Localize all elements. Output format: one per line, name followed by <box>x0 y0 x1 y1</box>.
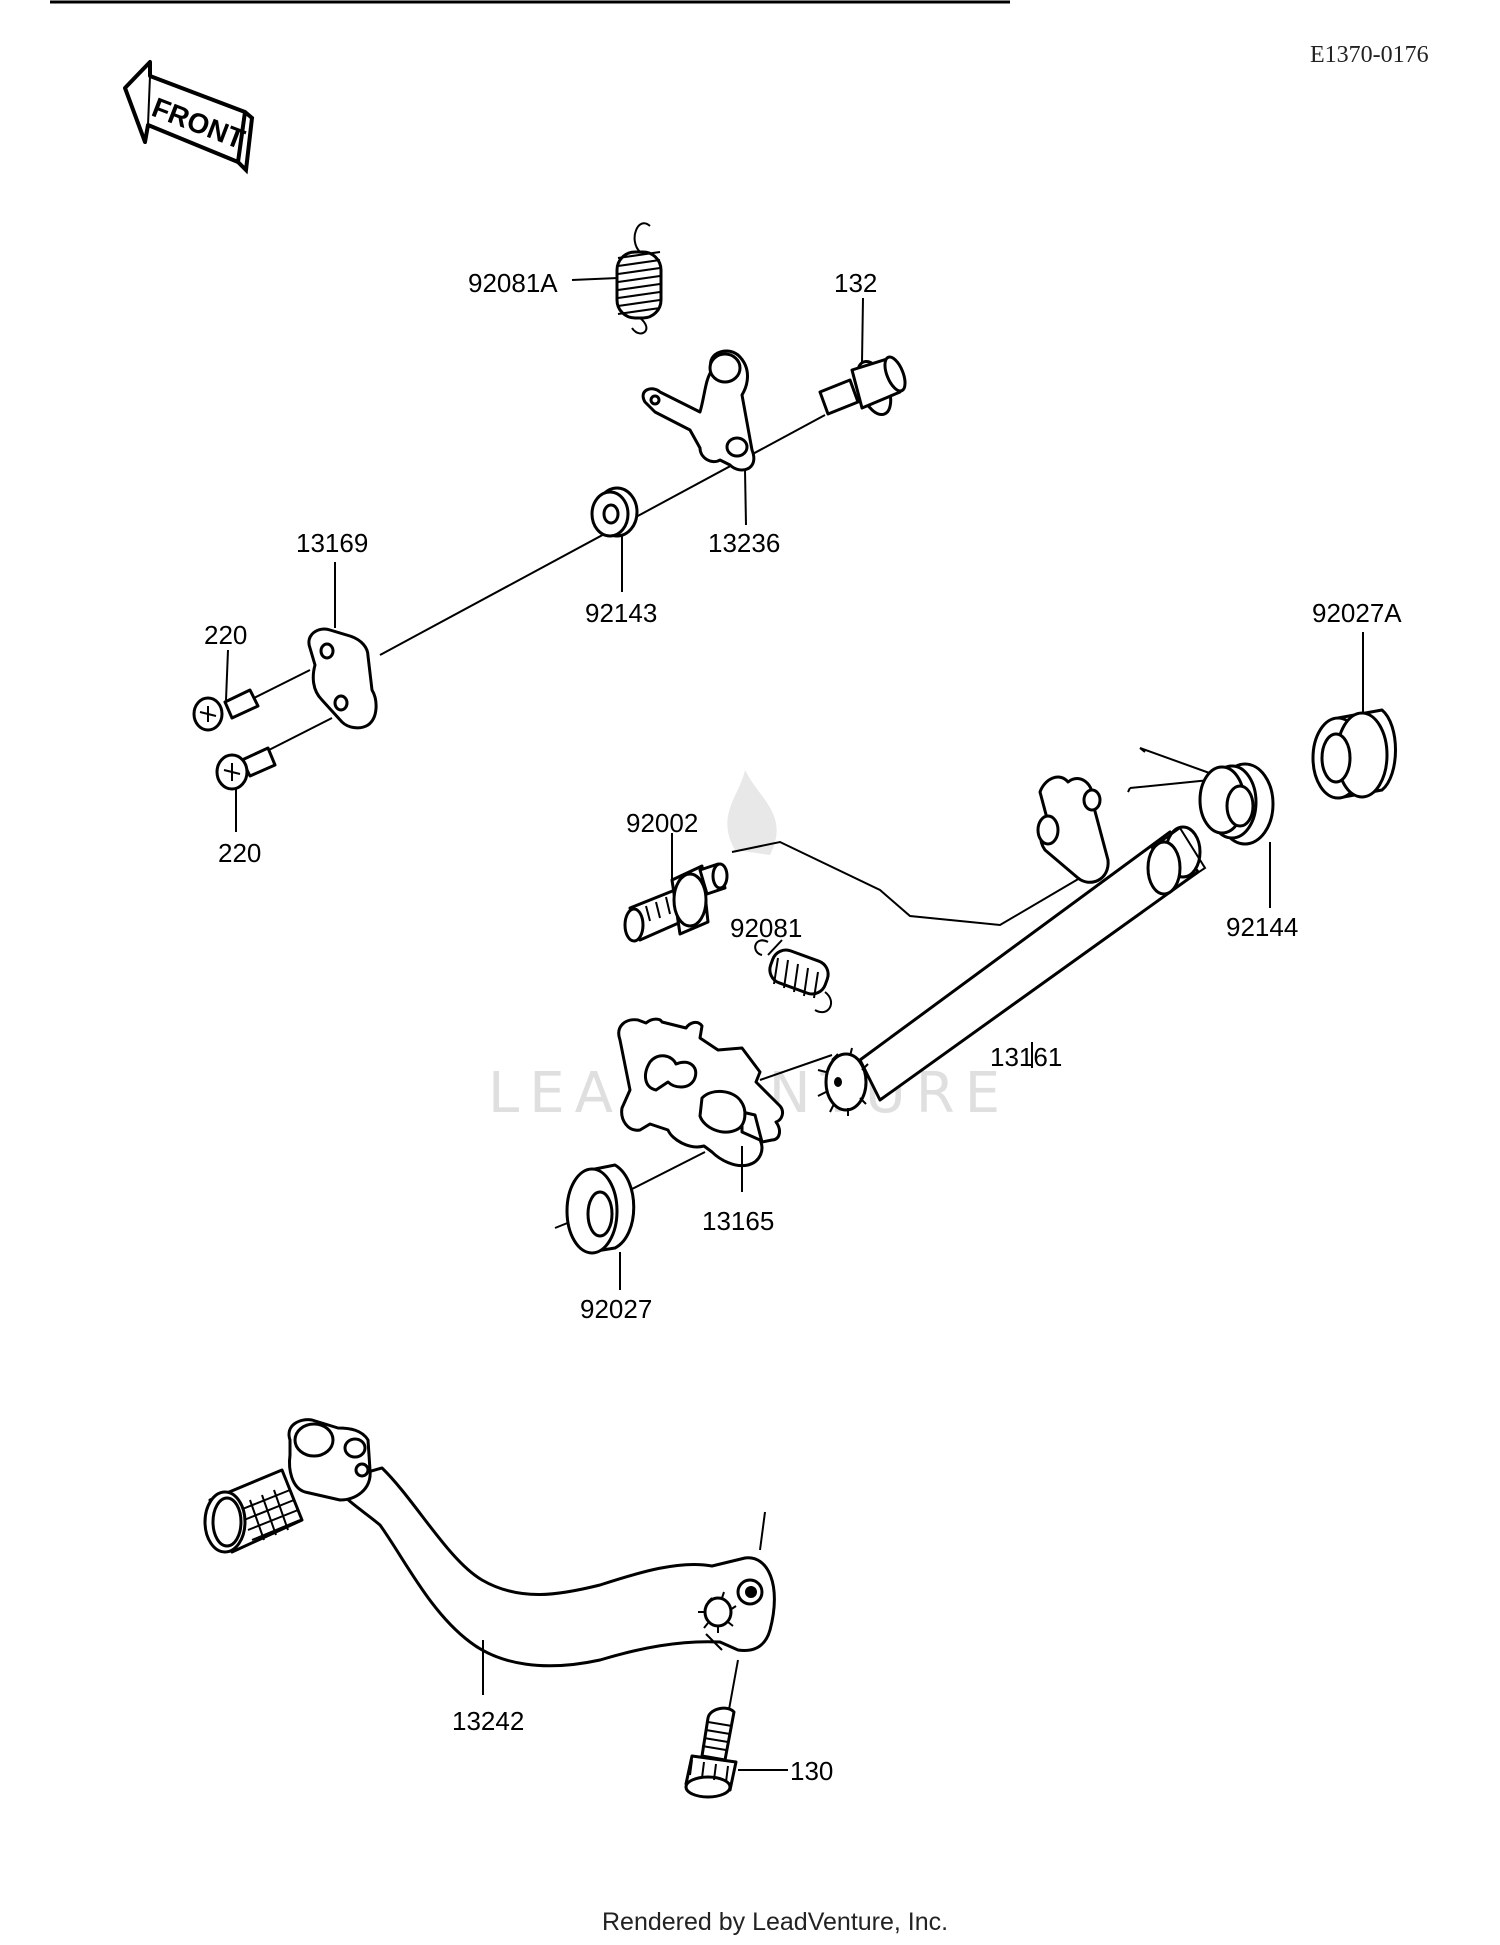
shift-shaft-13161 <box>817 775 1207 1116</box>
callout-13165: 13165 <box>702 1206 774 1236</box>
plate-13236 <box>641 349 756 472</box>
screw-220-b <box>215 717 333 791</box>
spring-92144 <box>1127 747 1275 846</box>
bushing-92027 <box>554 1151 706 1255</box>
shift-pedal-13242 <box>203 1418 776 1716</box>
callout-92027A: 92027A <box>1312 598 1402 628</box>
callout-13236: 13236 <box>708 528 780 558</box>
callout-13169: 13169 <box>296 528 368 558</box>
callout-92027: 92027 <box>580 1294 652 1324</box>
callout-220-a: 220 <box>204 620 247 650</box>
callout-92002: 92002 <box>626 808 698 838</box>
callout-132: 132 <box>834 268 877 298</box>
leader-lines <box>225 277 1364 1771</box>
callout-92144: 92144 <box>1226 912 1298 942</box>
bolt-130 <box>684 1706 738 1799</box>
connector-92002 <box>731 840 1081 927</box>
spring-92081A <box>615 222 663 335</box>
callout-92143: 92143 <box>585 598 657 628</box>
diagram-code: E1370-0176 <box>1310 42 1429 68</box>
footer-credit: Rendered by LeadVenture, Inc. <box>602 1908 948 1936</box>
spline-end <box>817 1047 869 1116</box>
callout-220-b: 220 <box>218 838 261 868</box>
pin-92002 <box>623 862 729 943</box>
front-arrow-icon: FRONT <box>123 60 255 175</box>
spring-92081 <box>754 939 832 1013</box>
callout-13161: 13161 <box>990 1042 1062 1072</box>
callout-92081: 92081 <box>730 913 802 943</box>
washer-92143 <box>590 486 639 538</box>
bushing-92027A <box>1311 708 1397 800</box>
callout-130: 130 <box>790 1756 833 1786</box>
callout-13242: 13242 <box>452 1706 524 1736</box>
callout-92081A: 92081A <box>468 268 558 298</box>
plate-13169 <box>307 627 378 730</box>
shift-plate-13165 <box>617 1017 833 1168</box>
bolt-132 <box>818 355 907 416</box>
screw-220-a <box>192 669 311 732</box>
